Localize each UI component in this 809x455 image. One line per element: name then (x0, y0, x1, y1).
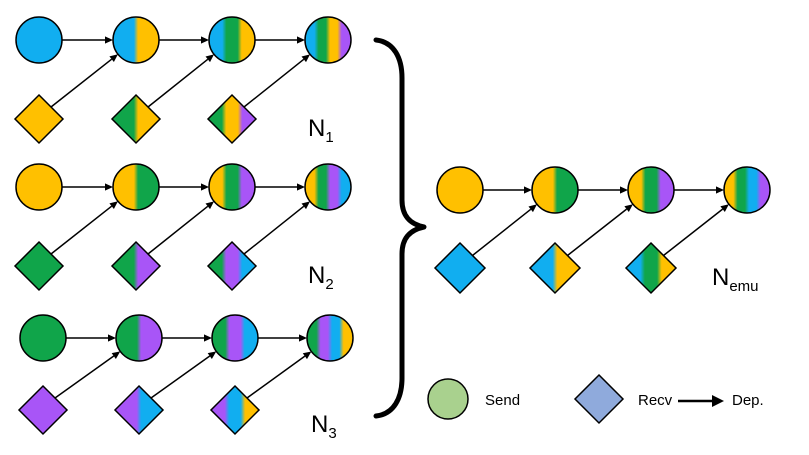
send-node (627, 166, 675, 214)
recv-node (13, 93, 65, 145)
recv-node (209, 384, 261, 436)
recv-node (113, 384, 165, 436)
send-node (15, 16, 63, 64)
dependency-arrow (150, 355, 211, 399)
dependency-arrow (663, 208, 724, 257)
send-node (211, 314, 259, 362)
network-2: N2 (13, 163, 352, 293)
dependency-arrowhead (105, 36, 113, 44)
send-node (304, 163, 352, 211)
dependency-arrowhead (299, 334, 307, 342)
dependency-arrowhead (207, 351, 217, 359)
recv-node (528, 241, 582, 295)
dependency-arrowhead (301, 54, 311, 63)
legend-dep-arrowhead (712, 395, 724, 407)
dependency-arrowhead (720, 204, 729, 212)
send-node (436, 166, 484, 214)
recv-node (110, 93, 162, 145)
recv-node (110, 240, 162, 292)
dependency-arrowhead (624, 204, 633, 212)
send-node (19, 314, 67, 362)
legend-recv-label: Recv (638, 392, 673, 409)
dependency-arrow (147, 58, 209, 108)
send-node (208, 163, 256, 211)
send-node (723, 166, 771, 214)
dependency-arrow (472, 208, 532, 257)
dependency-arrowhead (201, 36, 209, 44)
recv-node (17, 384, 69, 436)
dependency-arrowhead (297, 183, 305, 191)
emulated-network: Nemu (433, 166, 771, 295)
dependency-arrow (243, 205, 305, 255)
dependency-arrowhead (205, 201, 215, 210)
network-3-label: N3 (311, 411, 337, 442)
recv-node (433, 241, 487, 295)
dependency-arrow (246, 355, 306, 399)
network-1-label: N1 (308, 115, 334, 146)
dependency-arrow (50, 58, 113, 108)
dependency-arrowhead (297, 36, 305, 44)
send-node (112, 163, 160, 211)
network-1: N1 (13, 16, 352, 146)
legend-recv-diamond (573, 373, 625, 425)
network-3: N3 (17, 314, 354, 442)
network-2-label: N2 (308, 262, 334, 293)
dependency-arrowhead (109, 54, 118, 63)
dependency-arrowhead (108, 334, 116, 342)
legend-dep-label: Dep. (732, 392, 764, 409)
recv-node (206, 240, 258, 292)
dependency-arrowhead (716, 186, 724, 194)
recv-node (624, 241, 678, 295)
dependency-arrow (50, 205, 113, 255)
recv-node (206, 93, 258, 145)
legend-send-circle (427, 378, 469, 420)
dependency-arrow (147, 205, 209, 255)
send-node (15, 163, 63, 211)
dependency-arrowhead (620, 186, 628, 194)
dependency-arrow (567, 208, 628, 257)
legend: Send Recv Dep. (427, 373, 764, 425)
dependency-arrowhead (105, 183, 113, 191)
dependency-arrowhead (301, 201, 311, 210)
send-node (115, 314, 163, 362)
dependency-arrowhead (201, 183, 209, 191)
dependency-arrow (54, 355, 115, 399)
curly-brace (373, 37, 427, 419)
send-node (208, 16, 256, 64)
network-emu-label: Nemu (712, 264, 759, 295)
legend-send-label: Send (485, 392, 520, 409)
dependency-arrow (243, 58, 305, 108)
dependency-arrowhead (204, 334, 212, 342)
dependency-arrowhead (205, 54, 215, 63)
dependency-arrowhead (109, 201, 118, 210)
dependency-arrowhead (302, 351, 312, 360)
dependency-arrowhead (528, 204, 537, 213)
network-emu: Nemu (433, 166, 771, 295)
send-node (112, 16, 160, 64)
send-node (304, 16, 352, 64)
send-node (306, 314, 354, 362)
send-node (531, 166, 579, 214)
dependency-arrowhead (111, 351, 121, 359)
dependency-arrowhead (524, 186, 532, 194)
recv-node (13, 240, 65, 292)
